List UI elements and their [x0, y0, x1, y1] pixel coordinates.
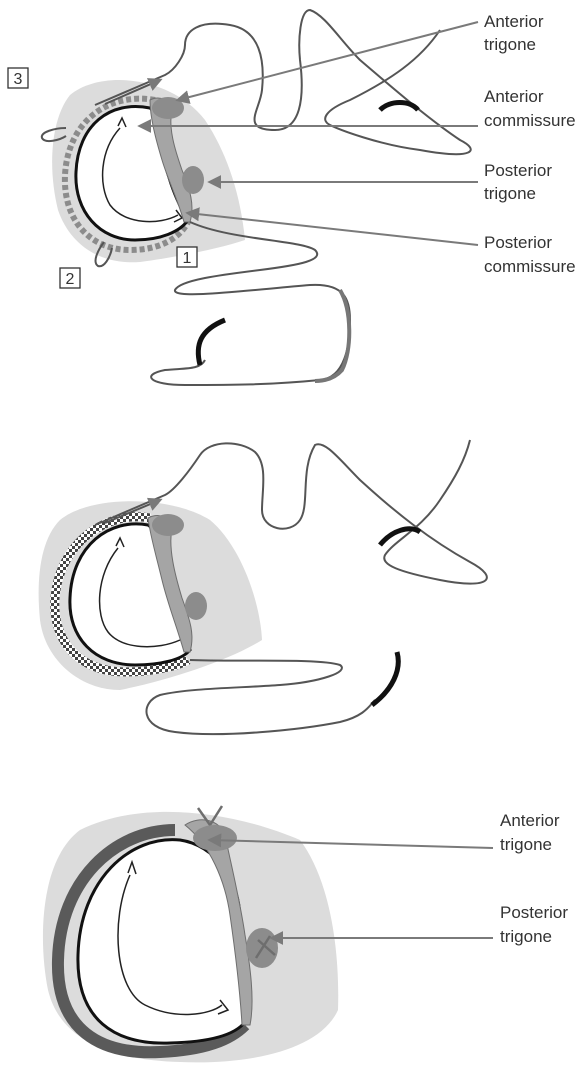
label-anterior-commissure: Anterior commissure: [484, 87, 576, 130]
label-anterior-trigone: Anterior trigone: [484, 12, 548, 54]
svg-text:2: 2: [66, 271, 75, 288]
posterior-leaflet-shaded-edge: [315, 290, 349, 381]
posterior-leaflet-dark-segment: [198, 320, 225, 365]
posterior-trigone-shape: [185, 592, 207, 620]
posterior-leaflet-dark-segment: [372, 652, 398, 705]
marker-3: 3: [8, 68, 28, 88]
label-posterior-commissure: Posterior commissure: [484, 233, 576, 276]
anterior-leaflet-dark-segment: [380, 529, 420, 545]
svg-text:1: 1: [183, 250, 192, 267]
svg-text:3: 3: [14, 71, 23, 88]
pointer-anterior-trigone: [178, 22, 478, 100]
label-anterior-trigone: Anterior trigone: [500, 811, 564, 854]
label-posterior-trigone: Posterior trigone: [500, 903, 573, 946]
middle-panel: [39, 440, 487, 734]
marker-1: 1: [177, 247, 197, 267]
marker-2: 2: [60, 268, 80, 288]
anterior-trigone-shape: [193, 825, 237, 851]
anterior-trigone-shape: [152, 514, 184, 536]
bottom-panel: Anterior trigone Posterior trigone: [43, 806, 573, 1062]
posterior-trigone-shape: [182, 166, 204, 194]
top-panel: 3 2 1 Anterior trigone Anterior commissu…: [8, 10, 576, 385]
anterior-leaflet-dark-segment: [380, 103, 418, 111]
label-posterior-trigone: Posterior trigone: [484, 161, 557, 203]
